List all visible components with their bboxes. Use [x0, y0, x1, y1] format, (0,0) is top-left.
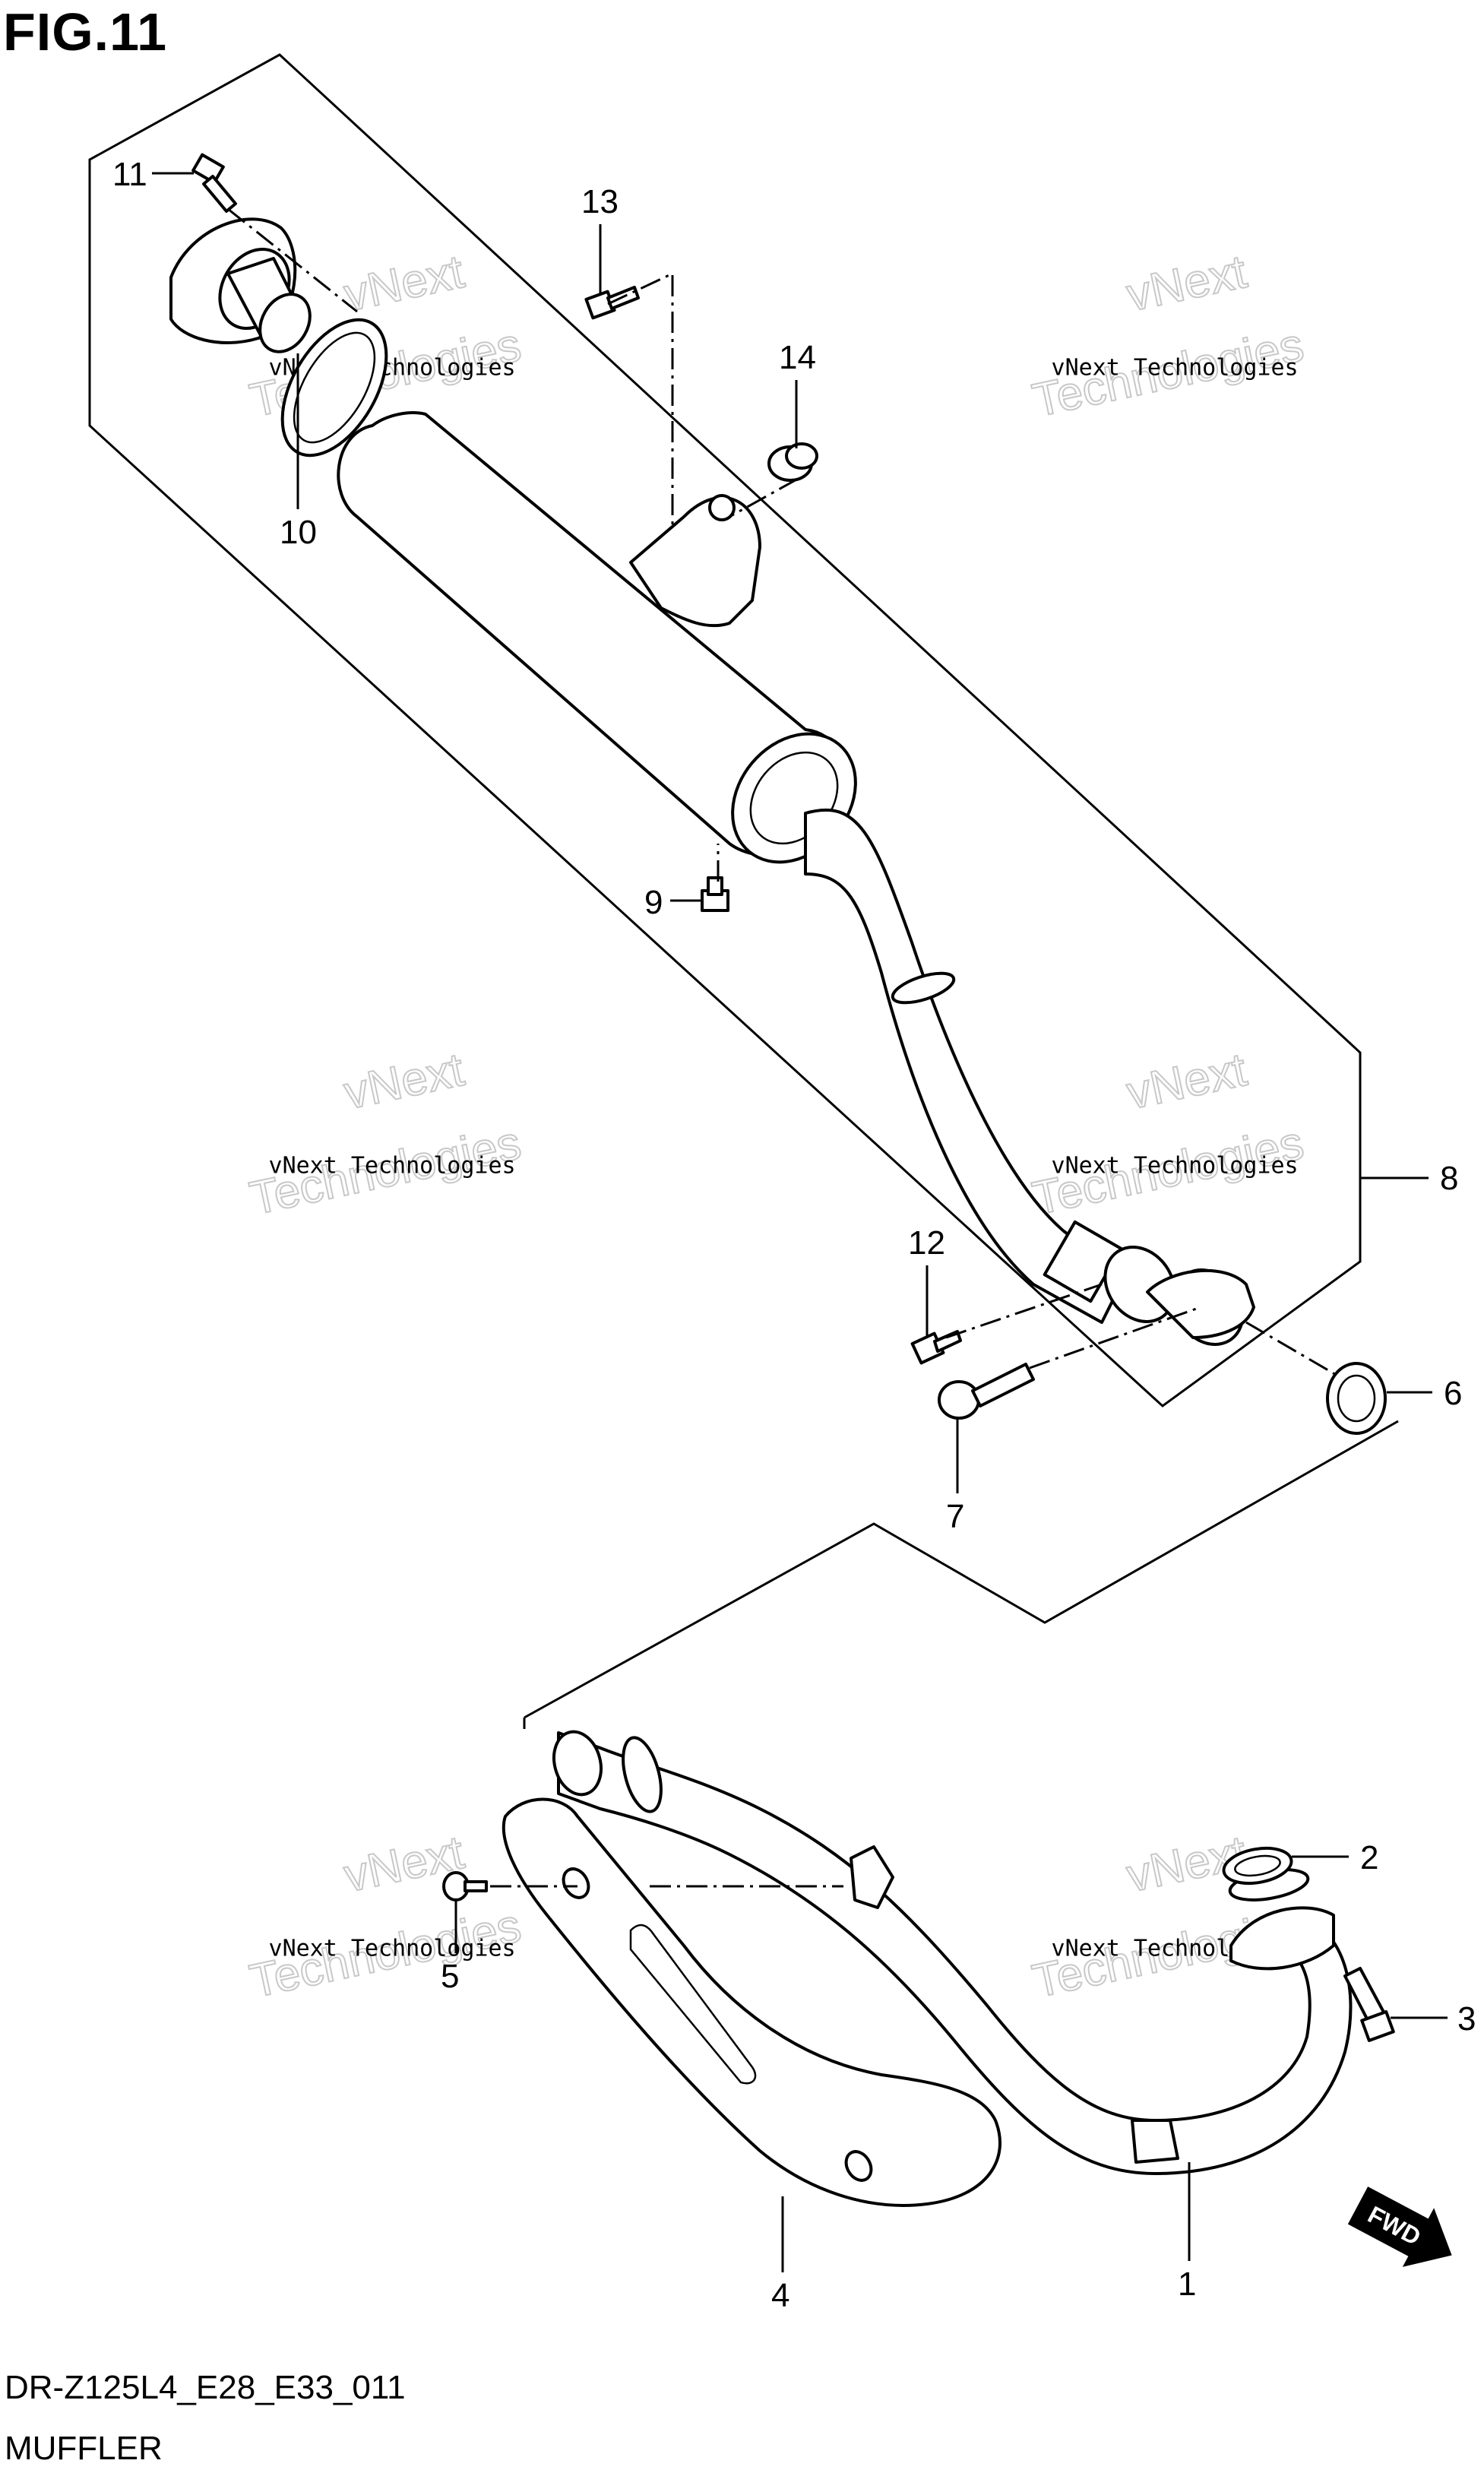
exhaust-pipe — [552, 1730, 1353, 2175]
bolt-12 — [910, 1330, 962, 1365]
heat-guard — [502, 1797, 1001, 2207]
part-label-7: 7 — [946, 1498, 964, 1535]
svg-text:vNext: vNext — [1122, 1043, 1251, 1119]
svg-text:vNext Technologies: vNext Technologies — [1052, 1152, 1299, 1179]
assembly-frame — [88, 53, 1362, 1407]
clamp-6 — [1326, 1362, 1387, 1435]
muffler — [337, 411, 1255, 1346]
diagram-caption: MUFFLER — [5, 2430, 163, 2467]
bolt-7 — [938, 1363, 1035, 1420]
part-label-14: 14 — [779, 339, 816, 376]
bolt-11 — [191, 153, 237, 213]
svg-text:vNext: vNext — [1122, 245, 1251, 321]
figure-title: FIG.11 — [3, 2, 168, 62]
svg-text:vNext: vNext — [340, 245, 468, 321]
watermark-2: vNext Technologies vNext Technologies — [1027, 245, 1308, 428]
part-label-9: 9 — [644, 884, 663, 921]
watermark-5: vNext Technologies vNext Technologies — [245, 1825, 526, 2009]
end-cap — [169, 217, 312, 353]
part-labels: 11 10 13 14 9 8 12 7 6 2 3 5 4 — [112, 156, 1476, 2314]
part-label-10: 10 — [280, 514, 317, 551]
part-label-11: 11 — [112, 156, 147, 193]
svg-text:vNext Technologies: vNext Technologies — [269, 1152, 516, 1179]
watermark-3: vNext Technologies vNext Technologies — [245, 1043, 526, 1226]
part-label-6: 6 — [1444, 1375, 1462, 1412]
part-label-4: 4 — [771, 2277, 789, 2314]
part-label-1: 1 — [1178, 2266, 1196, 2303]
screw-5 — [442, 1871, 488, 1901]
gasket-2 — [1222, 1846, 1293, 1886]
svg-text:vNext: vNext — [340, 1043, 468, 1119]
part-label-3: 3 — [1457, 2000, 1476, 2038]
grommet-14 — [767, 442, 818, 482]
diagram-code: DR-Z125L4_E28_E33_011 — [5, 2369, 406, 2406]
bolt-9 — [701, 876, 729, 912]
part-label-13: 13 — [581, 183, 619, 220]
bolt-3 — [1343, 1967, 1395, 2042]
part-label-12: 12 — [908, 1224, 945, 1262]
part-label-2: 2 — [1360, 1839, 1378, 1876]
part-label-5: 5 — [441, 1958, 459, 1995]
fwd-arrow-icon: FWD — [1347, 2186, 1452, 2267]
part-label-8: 8 — [1440, 1160, 1458, 1197]
svg-text:vNext Technologies: vNext Technologies — [269, 1935, 516, 1962]
watermark-4: vNext Technologies vNext Technologies — [1027, 1043, 1308, 1226]
svg-text:vNext Technologies: vNext Technologies — [1052, 354, 1299, 381]
